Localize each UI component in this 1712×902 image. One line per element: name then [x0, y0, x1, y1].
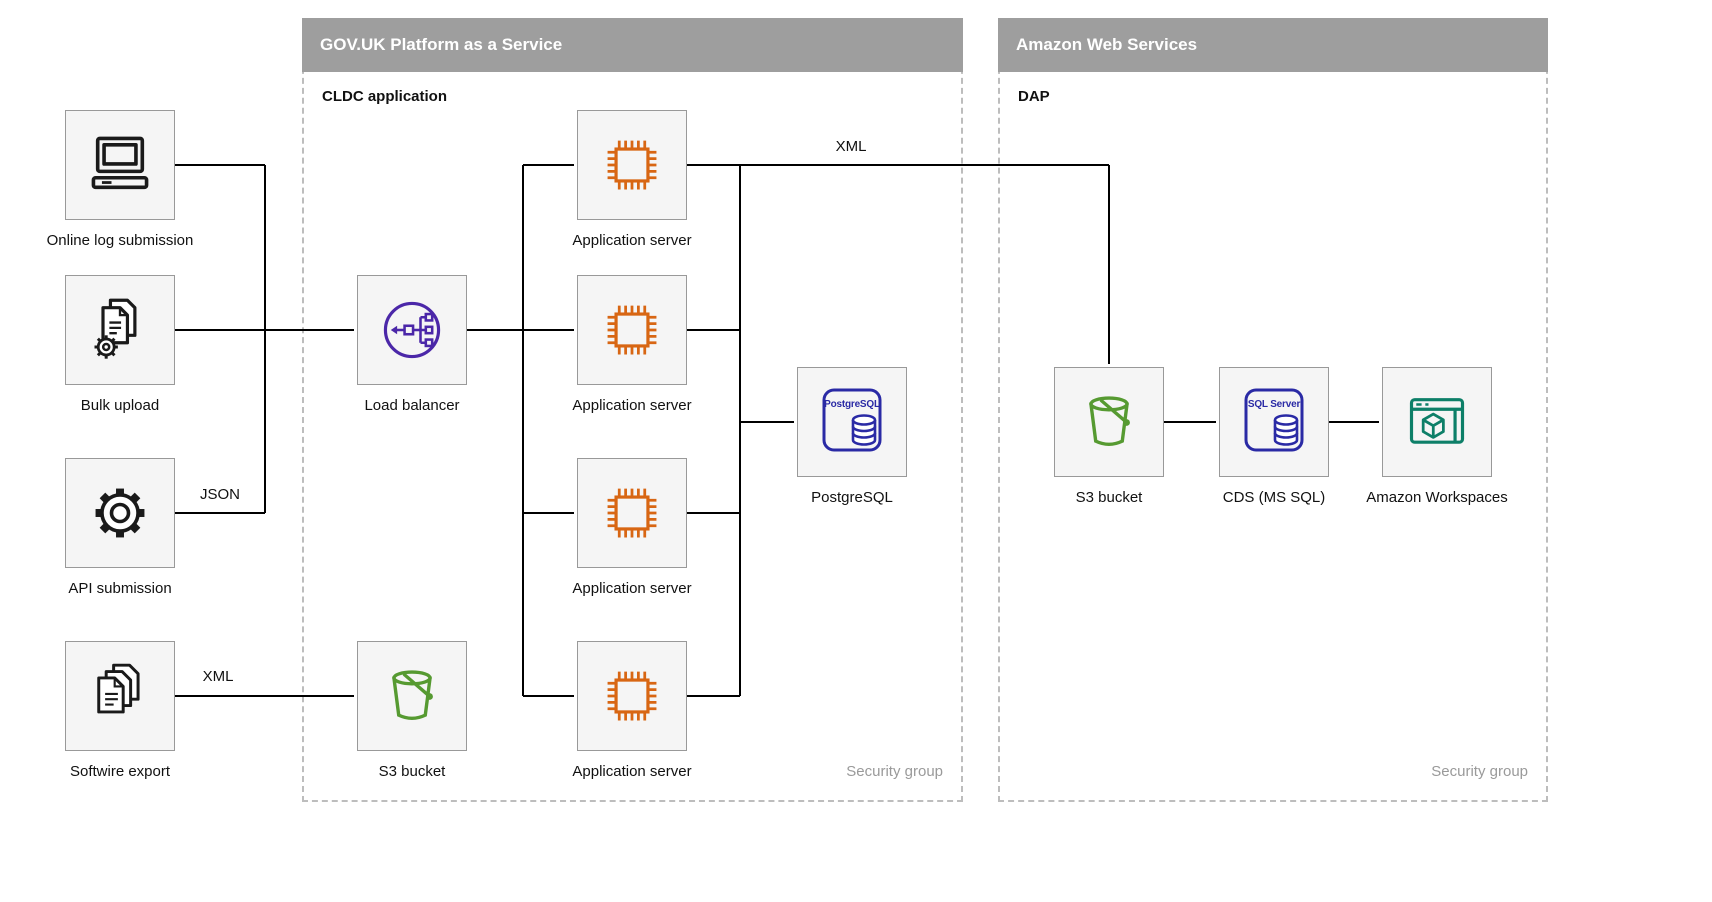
- s3-bucket-icon: [1054, 367, 1164, 477]
- edge-label-json: JSON: [199, 486, 240, 503]
- node-label: Application server: [572, 232, 692, 249]
- node-load-balancer: Load balancer: [357, 275, 467, 414]
- container-govuk-paas-header: GOV.UK Platform as a Service: [302, 18, 963, 72]
- node-application-server-4: Application server: [572, 641, 692, 780]
- documents-gear-icon: [65, 275, 175, 385]
- postgresql-icon-text: PostgreSQL: [824, 399, 880, 410]
- node-softwire-export: Softwire export: [65, 641, 175, 780]
- container-aws-title: Amazon Web Services: [1016, 35, 1198, 54]
- sql-server-icon-text: SQL Server: [1247, 399, 1301, 410]
- node-amazon-workspaces: Amazon Workspaces: [1366, 367, 1508, 506]
- node-s3-bucket-paas: S3 bucket: [357, 641, 467, 780]
- cpu-chip-icon: [577, 275, 687, 385]
- node-label: Online log submission: [46, 232, 194, 249]
- load-balancer-icon: [357, 275, 467, 385]
- node-label: Application server: [572, 580, 692, 597]
- node-label: Application server: [572, 397, 692, 414]
- node-label: PostgreSQL: [811, 489, 893, 506]
- node-label: S3 bucket: [1075, 489, 1143, 506]
- node-label: Bulk upload: [80, 397, 160, 414]
- gear-icon: [65, 458, 175, 568]
- node-label: CDS (MS SQL): [1222, 489, 1326, 506]
- paas-security-group-label: Security group: [846, 763, 943, 780]
- container-aws-header: Amazon Web Services: [998, 18, 1548, 72]
- node-s3-bucket-aws: S3 bucket: [1054, 367, 1164, 506]
- container-govuk-paas: GOV.UK Platform as a Service CLDC applic…: [302, 18, 963, 802]
- cpu-chip-icon: [577, 641, 687, 751]
- cpu-chip-icon: [577, 458, 687, 568]
- dap-label: DAP: [1018, 88, 1050, 105]
- s3-bucket-icon: [357, 641, 467, 751]
- desktop-computer-icon: [65, 110, 175, 220]
- node-label: Application server: [572, 763, 692, 780]
- node-application-server-3: Application server: [572, 458, 692, 597]
- edge-label-xml-softwire: XML: [202, 668, 234, 685]
- node-label: Softwire export: [69, 763, 171, 780]
- node-cds-mssql: SQL Server CDS (MS SQL): [1219, 367, 1329, 506]
- node-api-submission: API submission: [65, 458, 175, 597]
- container-aws: Amazon Web Services DAP Security group: [998, 18, 1548, 802]
- sql-server-database-icon: SQL Server: [1219, 367, 1329, 477]
- node-label: Amazon Workspaces: [1366, 489, 1508, 506]
- container-govuk-paas-title: GOV.UK Platform as a Service: [320, 35, 563, 54]
- node-bulk-upload: Bulk upload: [65, 275, 175, 414]
- workspaces-icon: [1382, 367, 1492, 477]
- node-label: S3 bucket: [378, 763, 446, 780]
- node-online-log-submission: Online log submission: [47, 110, 193, 249]
- cpu-chip-icon: [577, 110, 687, 220]
- stacked-documents-icon: [65, 641, 175, 751]
- postgresql-database-icon: PostgreSQL: [797, 367, 907, 477]
- edge-label-xml-appserver: XML: [835, 138, 867, 155]
- cldc-application-label: CLDC application: [322, 88, 448, 105]
- node-application-server-2: Application server: [572, 275, 692, 414]
- aws-security-group-label: Security group: [1431, 763, 1528, 780]
- node-label: Load balancer: [364, 397, 460, 414]
- node-application-server-1: Application server: [572, 110, 692, 249]
- node-postgresql: PostgreSQL PostgreSQL: [797, 367, 907, 506]
- node-label: API submission: [68, 580, 172, 597]
